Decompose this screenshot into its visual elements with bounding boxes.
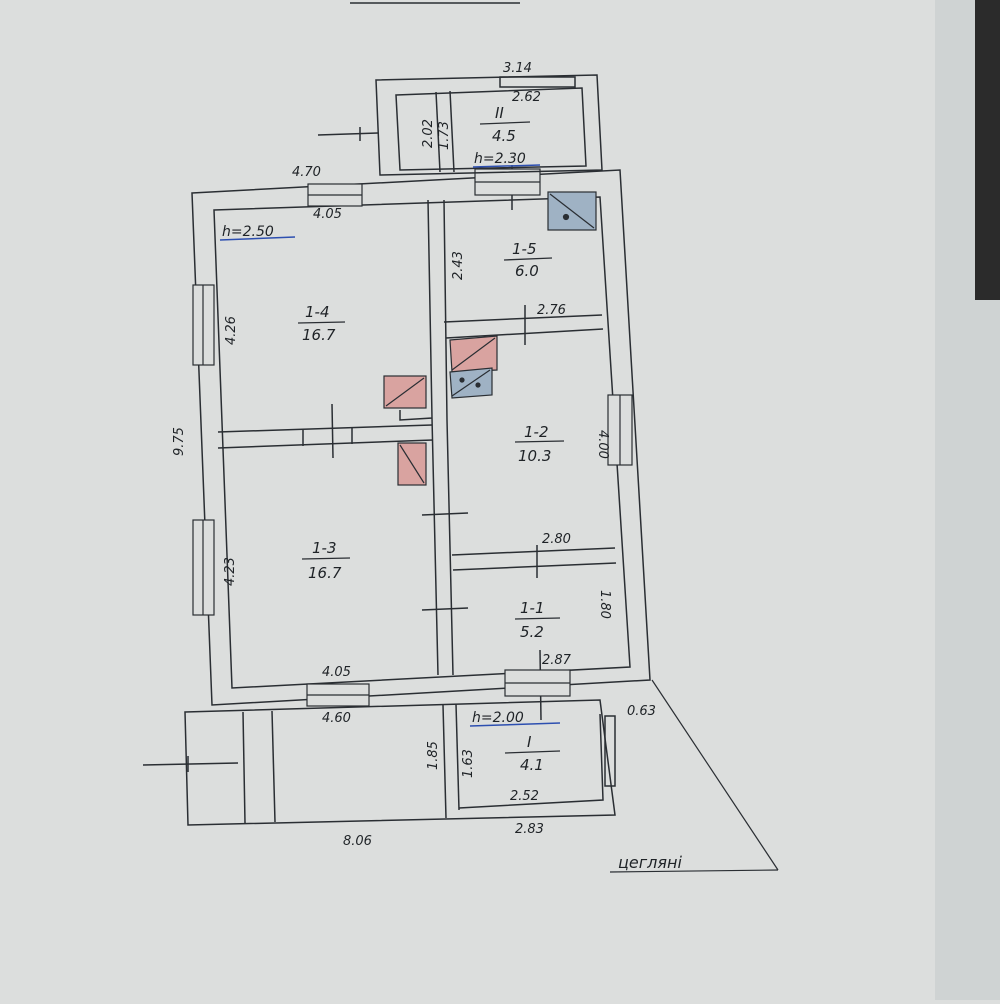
annex-bottom-outer: [184, 699, 616, 826]
dim-room13-left: 4.23: [223, 557, 238, 586]
room-12-bar: [514, 440, 565, 443]
dim-overall-height: 9.75: [172, 427, 187, 456]
material-leader-diag: [651, 679, 779, 871]
height-porch-top: h=2.30: [474, 151, 526, 167]
stove-room-13-diag: [399, 444, 425, 484]
dim-bottom-wall: 0.63: [627, 704, 656, 719]
annex-top-inner: [395, 87, 587, 171]
dim-annex-i-inner: 2.52: [510, 789, 539, 804]
stove-room-14-diag: [385, 377, 425, 407]
annex-i-left-wall-a: [442, 704, 447, 819]
height-main: h=2.50: [222, 224, 274, 240]
door-13-11: [421, 607, 469, 611]
dim-top-annex-right: 1.73: [437, 121, 452, 150]
dim-room15-bottom: 2.76: [537, 303, 566, 318]
material-leader-underline: [609, 869, 779, 873]
terrace-partition-a: [242, 711, 246, 824]
annex-top: [317, 74, 603, 176]
windows: [192, 168, 633, 707]
annex-bottom: [142, 699, 616, 826]
dim-room13-bottom: 4.05: [322, 665, 351, 680]
stove-room-12-dot-a: [459, 377, 465, 383]
door-13-12: [421, 512, 469, 516]
annex-top-partition-b: [449, 90, 455, 173]
partition-12-11-top: [451, 547, 616, 556]
h-porch-bottom-underline: [469, 722, 561, 727]
dim-overall-width: 8.06: [343, 834, 372, 849]
room-fraction-bars: [297, 121, 565, 754]
desk-edge: [975, 0, 1000, 300]
stove-room-12-b-diag: [451, 369, 491, 397]
annex-top-window: [499, 76, 576, 88]
room-i-area: 4.1: [520, 756, 544, 774]
annex-i-left-wall-b: [455, 703, 460, 811]
room-12-id: 1-2: [524, 423, 549, 441]
room-ii-bar: [479, 121, 531, 125]
room-i-id: I: [527, 733, 532, 751]
dim-room12-bottom: 2.80: [542, 532, 571, 547]
dim-top-annex-left: 2.02: [421, 119, 436, 148]
dim-room14-left: 4.26: [224, 316, 239, 345]
annex-i-inner-wall: [458, 713, 604, 809]
room-ii-id: II: [495, 104, 504, 122]
partition-14-13-top: [217, 424, 433, 433]
height-porch-bottom: h=2.00: [472, 710, 524, 726]
material-leader: [609, 679, 779, 873]
terrace-partition-b: [271, 710, 276, 823]
dim-top-annex-width: 3.14: [503, 61, 532, 76]
room-14-id: 1-4: [305, 303, 330, 321]
room-11-area: 5.2: [520, 623, 544, 641]
room-14-bar: [297, 321, 346, 324]
room-15-bar: [503, 257, 553, 261]
inner-wall-outline: [213, 196, 631, 689]
annex-top-partition-a: [435, 91, 441, 173]
dim-room12-right: 4.00: [595, 430, 610, 459]
room-13-area: 16.7: [308, 564, 342, 582]
partition-12-11-bottom: [452, 562, 617, 571]
room-i-bar: [504, 750, 561, 754]
dim-room14-top: 4.05: [313, 207, 342, 222]
stove-room-12-a-diag: [451, 337, 496, 371]
room-15-id: 1-5: [512, 240, 537, 258]
room-12-area: 10.3: [518, 447, 551, 465]
dim-annex-i-left-inner: 1.63: [461, 749, 476, 778]
room-15-area: 6.0: [515, 262, 539, 280]
room-11-id: 1-1: [520, 599, 545, 617]
h-porch-top-underline: [472, 164, 541, 168]
h-main-underline: [219, 236, 296, 241]
annex-i-window: [604, 715, 616, 787]
partition-14-13-bottom: [217, 439, 434, 449]
stoves: [383, 191, 597, 486]
room-13-id: 1-3: [312, 539, 337, 557]
room-14-area: 16.7: [302, 326, 336, 344]
room-13-bar: [301, 557, 351, 560]
partition-left-right-b: [443, 199, 454, 676]
dim-bottom-left: 4.60: [322, 711, 351, 726]
dim-annex-i-outer: 2.83: [515, 822, 544, 837]
room-ii-area: 4.5: [492, 127, 516, 145]
dim-room11-bottom: 2.87: [542, 653, 572, 668]
dim-annex-i-left: 1.85: [426, 741, 441, 770]
height-underlines: [219, 164, 561, 727]
door-14-13: [331, 403, 334, 459]
material-label: цегляні: [618, 853, 682, 872]
annex-top-entry-line: [317, 132, 379, 136]
stove-room-15-dot: [562, 213, 570, 221]
dim-top-annex-inner: 2.62: [512, 90, 541, 105]
stove-room-12-dot-b: [475, 382, 481, 388]
stove-room-15-diag: [549, 193, 595, 229]
annex-bottom-entry-line: [142, 762, 239, 766]
dim-room15-left: 2.43: [451, 251, 466, 280]
room-11-bar: [514, 617, 561, 620]
dim-main-top-outer: 4.70: [292, 165, 321, 180]
partition-left-right-a: [399, 199, 439, 676]
dim-room11-right: 1.80: [597, 590, 612, 619]
partition-15-12-top: [443, 314, 603, 323]
